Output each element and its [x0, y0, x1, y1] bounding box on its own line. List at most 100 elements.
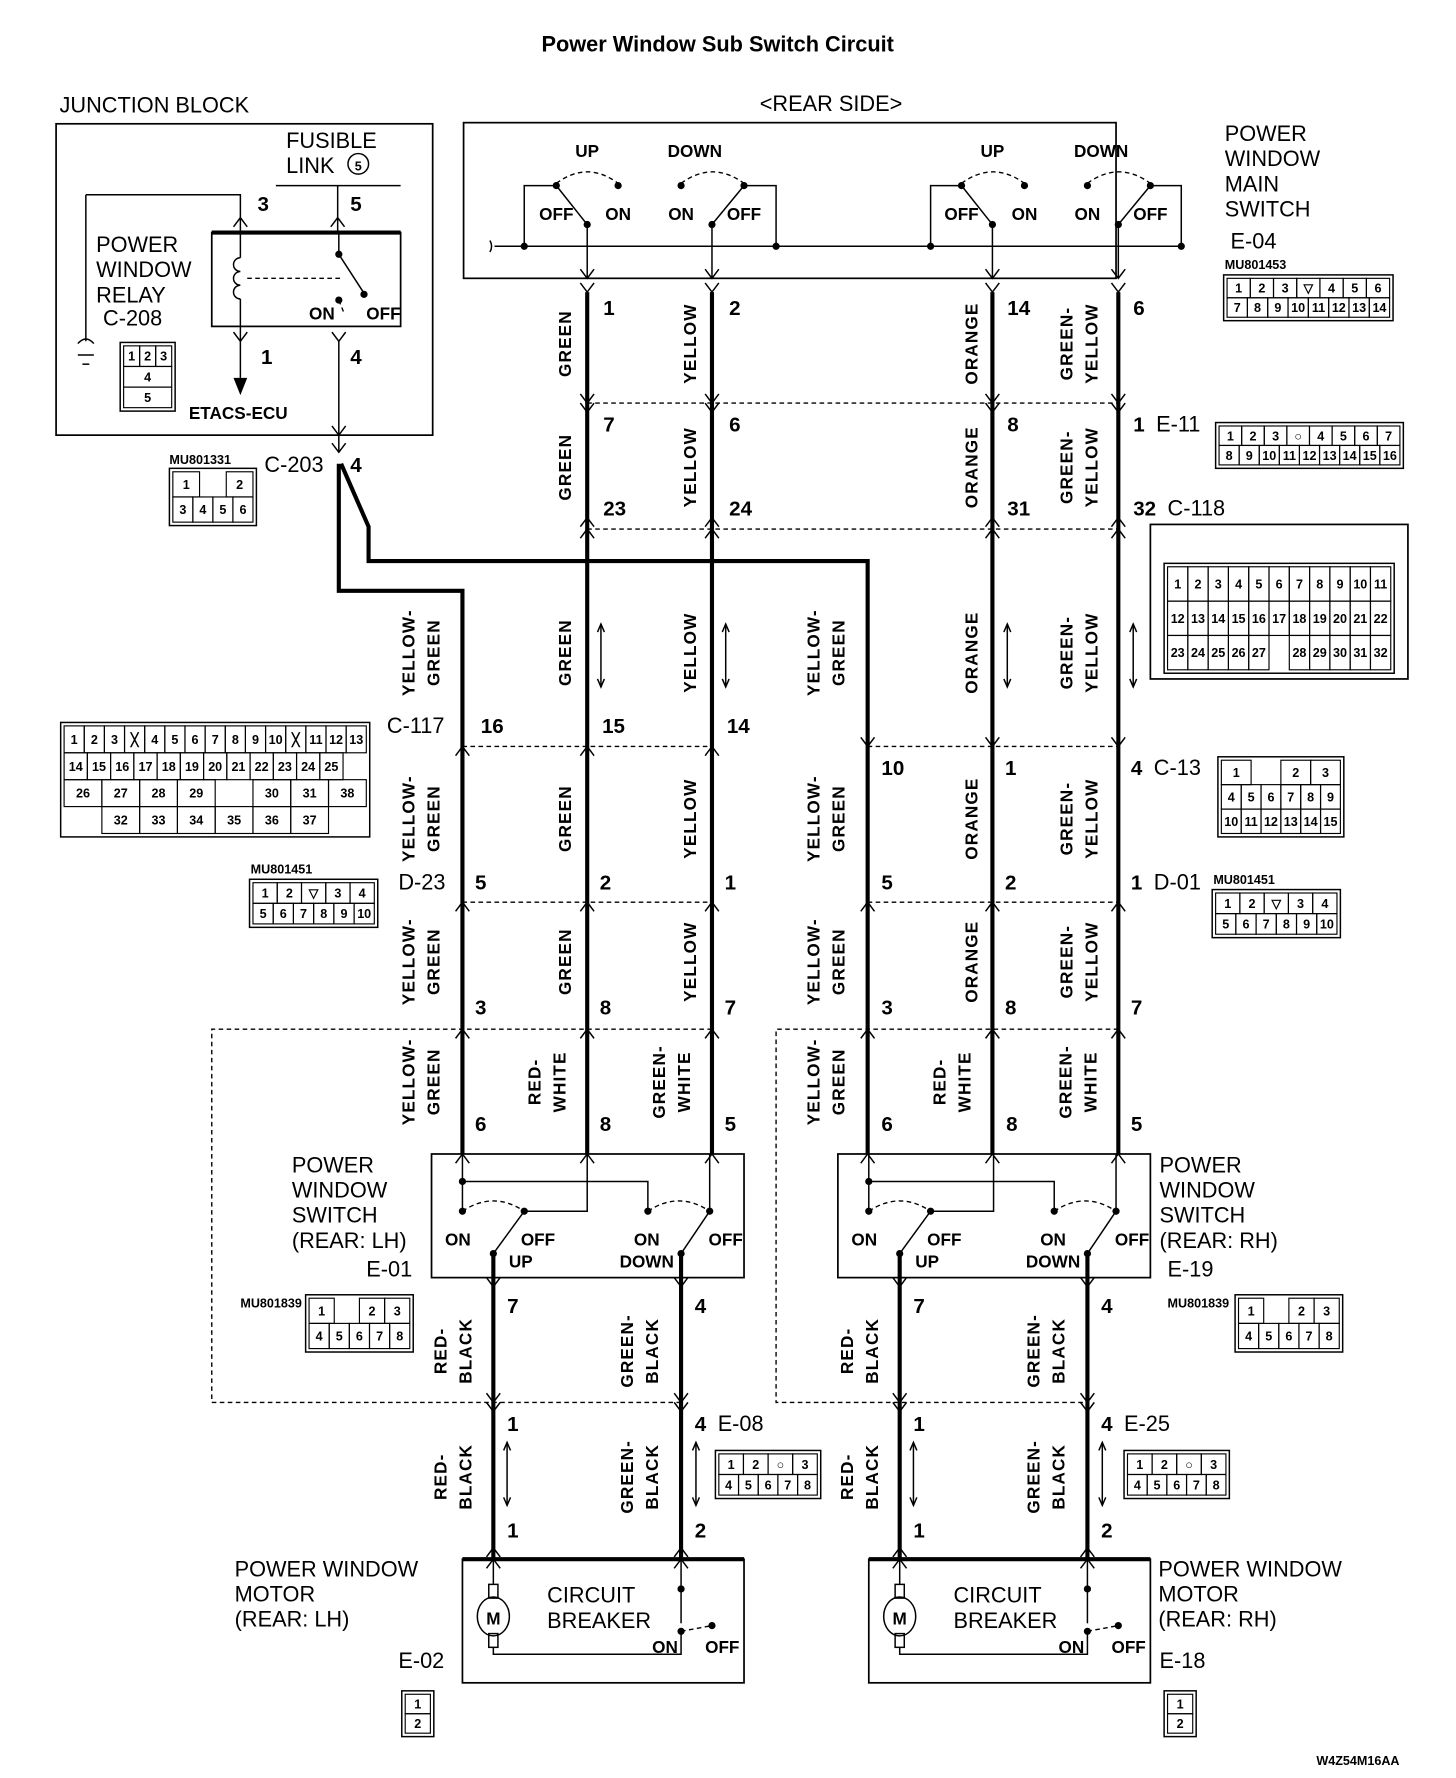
- rear-side-label: <REAR SIDE>: [760, 91, 903, 116]
- switch-lever: [555, 185, 588, 225]
- switch-lever: [1086, 1210, 1117, 1254]
- pin-number: 15: [1323, 815, 1337, 829]
- door-harness-rh: [775, 1028, 1119, 1404]
- pin-number: 2: [1298, 1304, 1305, 1318]
- arrow-up-icon: [704, 1152, 720, 1164]
- wire-color-label: GREEN-: [1057, 430, 1077, 504]
- pin-number: 13: [1284, 815, 1298, 829]
- connector-id-e01: E-01: [366, 1256, 412, 1281]
- pin-number: 2: [1177, 1717, 1184, 1731]
- wire-color-label: YELLOW-: [398, 775, 418, 862]
- pin-number: 1: [318, 1304, 325, 1318]
- pin-number: 7: [1234, 301, 1241, 315]
- wire-yellow-green-rh: [339, 462, 870, 1154]
- pin-number: ○: [1294, 429, 1302, 443]
- arrow-up-icon: [984, 527, 1000, 539]
- arrow-down-icon: [892, 1277, 908, 1289]
- pin-number: 5: [745, 1478, 752, 1492]
- connector-id-c118: C-118: [1168, 495, 1226, 520]
- wire-color-label: YELLOW: [1082, 427, 1102, 507]
- pin-cell: [1248, 634, 1270, 671]
- main-switch-box: [462, 121, 1117, 280]
- wire-color-label: RED-: [430, 1328, 450, 1375]
- pin-number: 1: [507, 1413, 518, 1436]
- arrow-down-icon: [331, 331, 347, 343]
- motor-name: MOTOR: [235, 1582, 316, 1607]
- pin-number: 30: [1333, 646, 1347, 660]
- switch-off-label: OFF: [1115, 1230, 1149, 1250]
- circuit-breaker-label: CIRCUIT: [953, 1583, 1041, 1608]
- pin-number: 26: [1232, 646, 1246, 660]
- pin-number: 5: [1265, 1330, 1272, 1344]
- wire-color-label: BLACK: [456, 1318, 476, 1384]
- motor-icon: [476, 1596, 511, 1637]
- connector-id-c208: C-208: [103, 305, 162, 330]
- arrow-up-icon: [1110, 516, 1126, 528]
- arrow-up-icon: [579, 900, 595, 912]
- arrow-up-icon: [704, 516, 720, 528]
- wire-color-label: GREEN-: [1055, 1045, 1075, 1119]
- pin-number: 2: [144, 350, 151, 364]
- arrow-up-icon: [704, 527, 720, 539]
- pin-number: 6: [475, 1113, 486, 1136]
- pin-number: 6: [765, 1478, 772, 1492]
- pin-number: 4: [725, 1478, 732, 1492]
- circuit-breaker-label: BREAKER: [547, 1608, 651, 1633]
- connector-shell: [59, 721, 371, 838]
- pin-number: 17: [1272, 612, 1286, 626]
- connector-id-c13: C-13: [1154, 755, 1201, 780]
- pin-cell: [797, 1473, 818, 1496]
- switch-up-label: UP: [509, 1251, 533, 1271]
- pin-number: ▽: [1270, 897, 1282, 911]
- circuit-breaker-label: CIRCUIT: [547, 1583, 635, 1608]
- pin-number: 4: [1321, 897, 1328, 911]
- contact-dot: [1083, 182, 1092, 190]
- wire-color-label: ORANGE: [962, 302, 982, 384]
- pin-number: 5: [1131, 1113, 1142, 1136]
- connector-id-e02: E-02: [398, 1648, 444, 1673]
- pin-number: 11: [1244, 815, 1257, 829]
- wire-color-label: GREEN-: [1023, 1314, 1043, 1388]
- pin-number: 8: [320, 907, 327, 921]
- pin-number: ╳: [291, 731, 301, 748]
- arrow-down-icon: [1079, 1277, 1095, 1289]
- pin-cell: [1316, 913, 1338, 935]
- pin-number: 1: [507, 1519, 518, 1542]
- arrow-down-icon: [1079, 1392, 1095, 1404]
- pin-number: 36: [265, 814, 279, 828]
- wire-path: [744, 184, 777, 247]
- pin-number: 10: [881, 757, 904, 780]
- arrow-up-icon: [704, 745, 720, 757]
- pin-number: 1: [1005, 757, 1016, 780]
- pin-number: 3: [1323, 1304, 1330, 1318]
- pin-number: 28: [152, 787, 166, 801]
- pin-number: 10: [269, 733, 283, 747]
- pin-number: 15: [1232, 612, 1246, 626]
- arrow-up-icon: [579, 527, 595, 539]
- switch-off-label: OFF: [539, 204, 573, 224]
- pin-number: 6: [280, 907, 287, 921]
- pin-number: 8: [1326, 1330, 1333, 1344]
- pin-number: 3: [801, 1458, 808, 1472]
- pin-number: 32: [1374, 646, 1388, 660]
- contact-dot: [1020, 182, 1029, 190]
- pin-number: 31: [1007, 497, 1030, 520]
- pin-number: 1: [1224, 897, 1231, 911]
- connector-id-c203: C-203: [264, 452, 323, 477]
- junction-block-box: [55, 122, 434, 437]
- arrow-down-icon: [1110, 736, 1126, 748]
- wire-path: [1150, 184, 1183, 247]
- pin-number: 5: [350, 193, 361, 216]
- pin-number: 8: [396, 1330, 403, 1344]
- switch-lever: [492, 1210, 525, 1255]
- arrow-up-icon: [1110, 900, 1126, 912]
- pin-number: 12: [1302, 449, 1316, 463]
- pin-number: 5: [219, 503, 226, 517]
- wire-color-label: GREEN-: [617, 1314, 637, 1388]
- arrow-down-icon: [984, 736, 1000, 748]
- pin-number: 3: [881, 996, 892, 1019]
- pin-number: 27: [1252, 646, 1266, 660]
- pin-number: 21: [1353, 612, 1367, 626]
- pin-number: 1: [1227, 429, 1234, 443]
